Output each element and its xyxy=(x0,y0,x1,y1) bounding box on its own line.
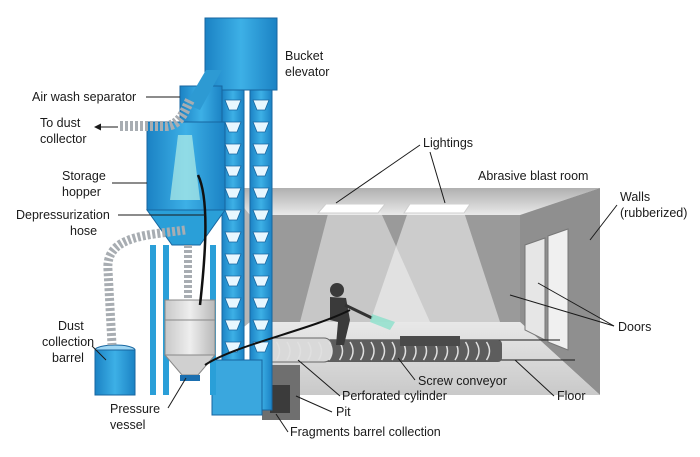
light-beam-right xyxy=(370,206,500,322)
head-chute xyxy=(186,70,222,110)
elevator-bucket xyxy=(252,121,270,133)
screw-flight xyxy=(296,341,302,361)
elevator-bucket xyxy=(224,231,242,243)
label-floor: Floor xyxy=(557,389,585,403)
label-screw-conveyor: Screw conveyor xyxy=(418,374,507,388)
pressure-vessel-body xyxy=(164,319,216,356)
label-abrasive-blast-room: Abrasive blast room xyxy=(478,169,588,183)
dust-collection-hose xyxy=(103,225,186,346)
label-doors: Doors xyxy=(618,320,651,334)
screw-flight xyxy=(349,341,354,361)
pressure-vessel-valve xyxy=(180,375,200,381)
fragments-barrel xyxy=(270,385,290,413)
screw-flight xyxy=(485,341,491,361)
screw-flight xyxy=(370,341,375,361)
elevator-bucket xyxy=(252,165,270,177)
screw-conveyor-assembly xyxy=(261,336,502,363)
elevator-bucket xyxy=(224,121,242,133)
elevator-bucket xyxy=(252,187,270,199)
elevator-bucket xyxy=(252,231,270,243)
workpiece xyxy=(400,336,460,346)
elevator-bucket xyxy=(252,253,270,265)
screw-flight xyxy=(475,341,480,361)
screw-flight xyxy=(286,341,291,361)
blast-hose xyxy=(204,309,351,366)
elevator-bucket xyxy=(252,209,270,221)
elevator-bucket xyxy=(224,297,242,309)
light-panel-right xyxy=(403,203,471,214)
label-air-wash-separator: Air wash separator xyxy=(32,90,136,104)
pressure-vessel-cone xyxy=(163,354,217,376)
elevator-bucket xyxy=(252,143,270,155)
elevator-bucket xyxy=(224,165,242,177)
elevator-bucket xyxy=(252,341,270,353)
elevator-bucket xyxy=(252,99,270,111)
elevator-bucket xyxy=(224,275,242,287)
elevator-bucket xyxy=(252,297,270,309)
label-pit: Pit xyxy=(336,405,351,419)
label-lightings: Lightings xyxy=(423,136,473,150)
screw-flight xyxy=(317,341,323,361)
door-right xyxy=(547,228,569,351)
elevator-bucket xyxy=(224,209,242,221)
label-fragments-barrel-collection: Fragments barrel collection xyxy=(290,425,441,439)
dust-barrel-body xyxy=(94,349,136,396)
light-panel-left xyxy=(316,203,387,214)
screw-flight xyxy=(275,341,281,361)
elevator-boot xyxy=(211,359,263,416)
to-dust-collector-duct xyxy=(120,97,195,131)
elevator-bucket xyxy=(224,253,242,265)
pressure-vessel-top xyxy=(164,299,216,321)
elevator-bucket xyxy=(224,187,242,199)
screw-flights xyxy=(265,341,491,361)
label-walls: Walls(rubberized) xyxy=(620,190,687,220)
label-perforated-cylinder: Perforated cylinder xyxy=(342,389,447,403)
hopper-abrasive-flow xyxy=(170,135,200,200)
screw-flight xyxy=(380,341,386,361)
elevator-bucket xyxy=(252,319,270,331)
recovery-equipment xyxy=(94,17,351,416)
screw-flight xyxy=(307,341,312,361)
blast-room xyxy=(228,188,600,395)
elevator-bucket xyxy=(224,99,242,111)
elevator-bucket xyxy=(224,319,242,331)
operator-figure xyxy=(330,283,395,345)
elevator-bucket xyxy=(224,143,242,155)
elevator-bucket xyxy=(252,275,270,287)
screw-flight xyxy=(391,341,396,361)
screw-flight xyxy=(328,341,333,361)
hopper-leg-1 xyxy=(150,245,156,395)
screw-flight xyxy=(464,341,470,361)
screw-flight xyxy=(359,341,365,361)
ceiling xyxy=(228,188,600,215)
depressurization-hose-line xyxy=(196,174,207,306)
door-left xyxy=(524,237,546,341)
